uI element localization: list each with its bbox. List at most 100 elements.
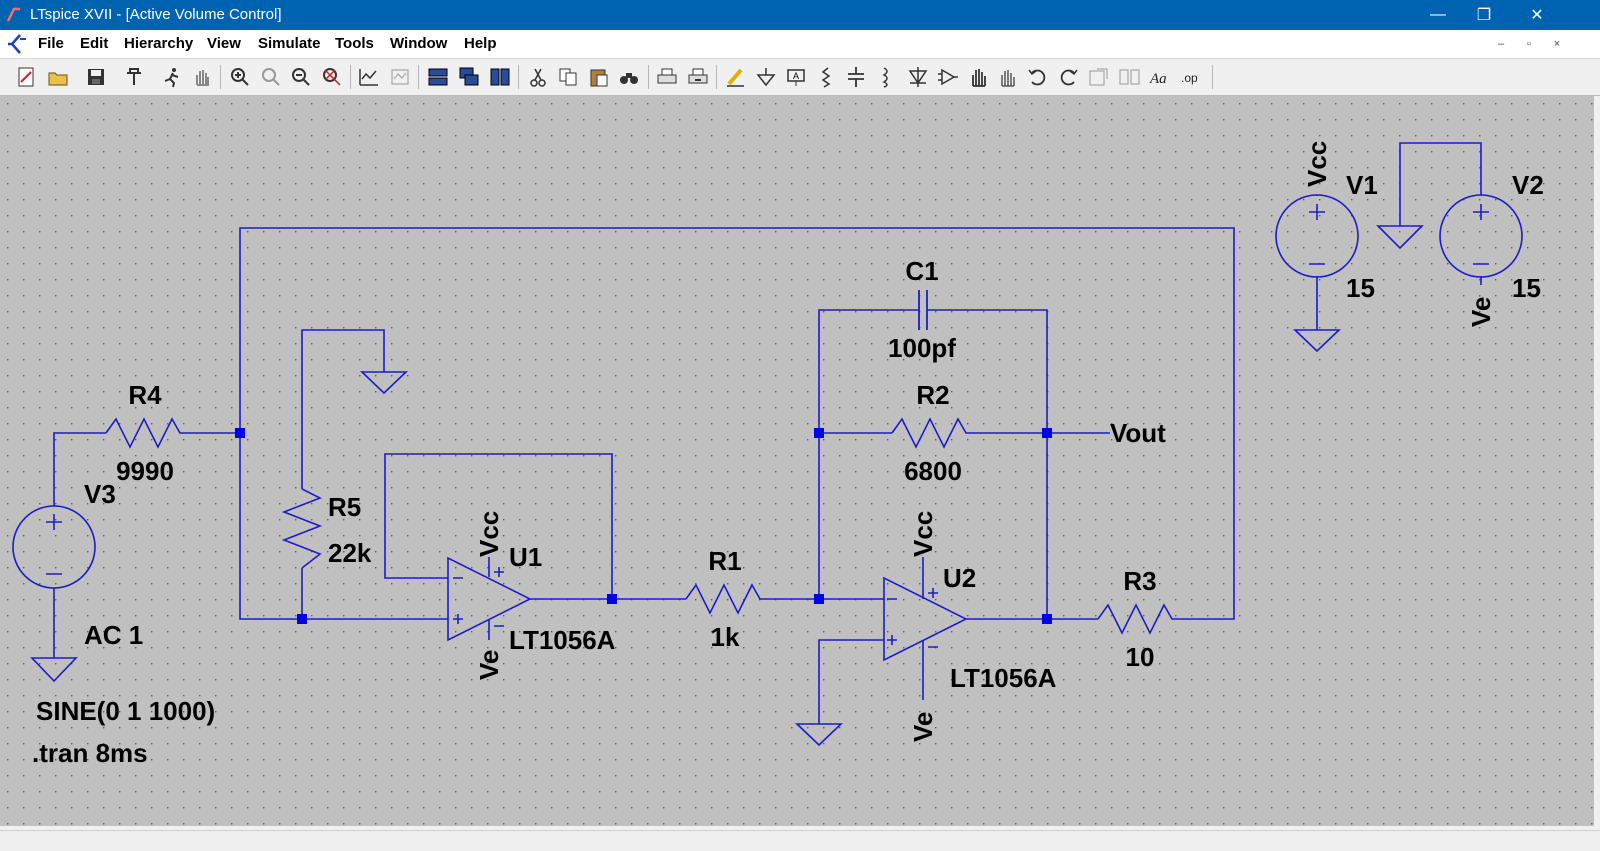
capacitor-icon[interactable]	[844, 65, 868, 89]
net-label-ve-u2[interactable]: Ve	[908, 712, 938, 742]
svg-text:.op: .op	[1181, 71, 1198, 85]
opamp-u1	[447, 556, 532, 642]
diode-icon[interactable]	[906, 65, 930, 89]
v2-value: 15	[1512, 273, 1541, 303]
copy-icon[interactable]	[556, 65, 580, 89]
menu-window[interactable]: Window	[390, 35, 448, 52]
rotate-icon[interactable]	[1087, 65, 1111, 89]
print-setup-icon[interactable]	[686, 65, 710, 89]
resistor-r2	[891, 417, 973, 449]
drag-icon[interactable]	[996, 65, 1020, 89]
r5-name: R5	[328, 492, 361, 522]
ground-icon[interactable]	[754, 65, 778, 89]
resistor-icon[interactable]	[814, 65, 838, 89]
u2-value: LT1056A	[950, 663, 1057, 693]
source-v2	[1439, 194, 1523, 278]
ground-r5	[360, 371, 408, 395]
menu-hierarchy[interactable]: Hierarchy	[124, 35, 194, 52]
doc-restore-button[interactable]: ▫	[1527, 38, 1531, 50]
v3-value: AC 1	[84, 620, 143, 650]
net-label-vcc-v1[interactable]: Vcc	[1302, 141, 1332, 187]
cut-icon[interactable]	[526, 65, 550, 89]
opamp-symbols[interactable]	[447, 556, 968, 662]
source-v3	[12, 505, 96, 589]
v3-source-spec: SINE(0 1 1000)	[36, 696, 215, 726]
resistor-r4	[105, 417, 187, 449]
cascade-icon[interactable]	[457, 65, 481, 89]
menu-tools[interactable]: Tools	[335, 35, 374, 52]
r3-name: R3	[1123, 566, 1156, 596]
restore-button[interactable]: ❐	[1476, 7, 1492, 24]
r4-name: R4	[128, 380, 162, 410]
schematic-doc-icon[interactable]	[6, 33, 28, 55]
resistor-symbols[interactable]	[105, 417, 1180, 635]
undo-icon[interactable]	[1026, 65, 1050, 89]
junctions	[235, 428, 1052, 624]
label-net-icon[interactable]: A	[784, 65, 808, 89]
ground-v3	[30, 657, 78, 683]
voltage-sources[interactable]	[12, 194, 1523, 589]
mirror-icon[interactable]	[1117, 65, 1141, 89]
wires[interactable]	[53, 142, 1482, 724]
net-label-ve-u1[interactable]: Ve	[474, 650, 504, 680]
resistor-r5	[281, 488, 323, 569]
open-icon[interactable]	[46, 65, 70, 89]
autorange-icon[interactable]	[357, 65, 381, 89]
move-icon[interactable]	[966, 65, 990, 89]
control-panel-icon[interactable]	[122, 65, 146, 89]
net-label-vcc-u2[interactable]: Vcc	[908, 511, 938, 557]
net-label-vcc-u1[interactable]: Vcc	[474, 511, 504, 557]
toolbar: A Aa .op	[0, 59, 1600, 96]
ltspice-app-icon	[6, 7, 20, 22]
menu-help[interactable]: Help	[464, 35, 497, 52]
u2-name: U2	[943, 563, 976, 593]
doc-minimize-button[interactable]: –	[1497, 38, 1505, 50]
ground-u2	[795, 723, 843, 747]
tran-directive[interactable]: .tran 8ms	[32, 738, 148, 768]
svg-text:Aa: Aa	[1149, 71, 1167, 87]
halt-icon[interactable]	[190, 65, 214, 89]
wire-icon[interactable]	[724, 65, 748, 89]
tile-vertical-icon[interactable]	[488, 65, 512, 89]
tile-horizontal-icon[interactable]	[426, 65, 450, 89]
r3-value: 10	[1126, 642, 1155, 672]
zoom-out-icon[interactable]	[289, 65, 313, 89]
menu-edit[interactable]: Edit	[80, 35, 109, 52]
save-icon[interactable]	[84, 65, 108, 89]
svg-text:A: A	[793, 71, 799, 81]
minimize-button[interactable]: —	[1430, 6, 1446, 23]
text-icon[interactable]: Aa	[1148, 65, 1172, 89]
doc-close-button[interactable]: ×	[1553, 38, 1561, 50]
status-bar	[0, 830, 1600, 851]
print-icon[interactable]	[655, 65, 679, 89]
pan-icon[interactable]	[259, 65, 283, 89]
redo-icon[interactable]	[1056, 65, 1080, 89]
menu-file[interactable]: File	[38, 35, 64, 52]
ground-symbols[interactable]	[30, 225, 1424, 747]
v1-name: V1	[1346, 170, 1378, 200]
schematic-canvas[interactable]: R4 9990 R5 22k R1 1k R2 6800 R3 10 C1 10…	[0, 96, 1594, 826]
run-icon[interactable]	[160, 65, 184, 89]
capacitor-c1[interactable]	[918, 290, 928, 330]
window-title: LTspice XVII - [Active Volume Control]	[30, 6, 282, 23]
title-bar: LTspice XVII - [Active Volume Control] —…	[0, 0, 1600, 30]
ground-v2	[1376, 225, 1424, 250]
u1-name: U1	[509, 542, 542, 572]
new-schematic-icon[interactable]	[14, 65, 38, 89]
close-button[interactable]: ✕	[1530, 7, 1544, 24]
menu-simulate[interactable]: Simulate	[258, 35, 321, 52]
net-label-ve-v2[interactable]: Ve	[1466, 297, 1496, 327]
spice-directive-icon[interactable]: .op	[1180, 65, 1204, 89]
zoom-fit-icon[interactable]	[320, 65, 344, 89]
menu-view[interactable]: View	[207, 35, 241, 52]
c1-value: 100pf	[888, 333, 956, 363]
zoom-in-icon[interactable]	[228, 65, 252, 89]
inductor-icon[interactable]	[874, 65, 898, 89]
waveform-icon[interactable]	[388, 65, 412, 89]
paste-icon[interactable]	[587, 65, 611, 89]
find-icon[interactable]	[617, 65, 641, 89]
resistor-r1	[685, 583, 767, 615]
component-icon[interactable]	[936, 65, 960, 89]
net-label-vout[interactable]: Vout	[1110, 418, 1166, 448]
resistor-r3	[1097, 603, 1180, 635]
